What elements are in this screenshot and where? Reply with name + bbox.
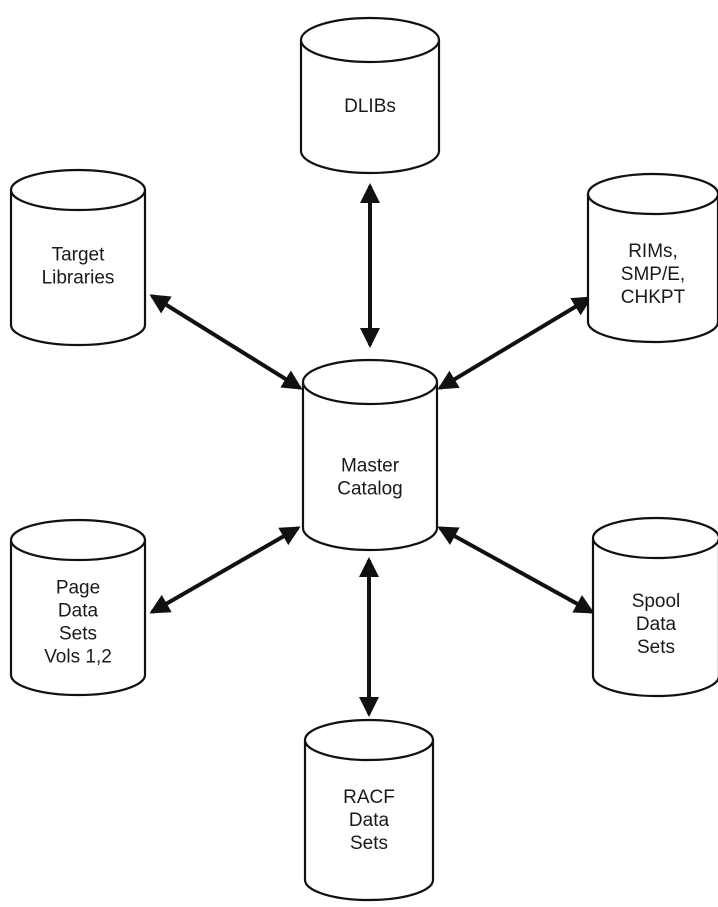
dlibs-label: DLIBs	[344, 96, 396, 117]
page-label-line: Vols 1,2	[44, 647, 112, 668]
master-label-line: Master	[341, 456, 400, 477]
cylinder-body	[586, 194, 718, 344]
spool-label-line: Data	[636, 614, 677, 635]
racf-label-line: Sets	[350, 833, 388, 854]
page-label-line: Data	[58, 601, 99, 622]
bidirectional-arrow-master-page	[149, 526, 301, 614]
spool-label-line: Spool	[632, 591, 681, 612]
racf-label-line: RACF	[343, 787, 395, 808]
cylinder-top	[586, 172, 718, 216]
connections	[149, 183, 595, 717]
page-label-line: Page	[56, 578, 100, 599]
cylinder-body	[9, 540, 147, 697]
cylinder-top	[299, 16, 441, 64]
bidirectional-arrow-master-spool	[437, 526, 595, 614]
target-label-line: Target	[52, 245, 106, 266]
rims-label: RIMs,SMP/E,CHKPT	[621, 241, 686, 308]
rims-label-line: CHKPT	[621, 287, 686, 308]
cylinder-rims: RIMs,SMP/E,CHKPT	[586, 172, 718, 344]
cylinder-body	[299, 40, 441, 175]
cylinder-top	[9, 168, 147, 212]
cylinder-dlibs: DLIBs	[299, 16, 441, 175]
rims-label-line: SMP/E,	[621, 264, 685, 285]
master-label-line: Catalog	[337, 479, 403, 500]
spool-label-line: Sets	[637, 637, 675, 658]
dlibs-label-line: DLIBs	[344, 96, 396, 117]
target-label-line: Libraries	[42, 268, 115, 289]
rims-label-line: RIMs,	[628, 241, 678, 262]
cylinder-body	[591, 538, 718, 698]
cylinder-body	[301, 382, 439, 552]
bidirectional-arrow-master-rims	[437, 296, 593, 390]
cylinder-top	[591, 516, 718, 560]
cylinder-top	[303, 718, 435, 762]
racf-label-line: Data	[349, 810, 390, 831]
cylinder-top	[301, 358, 439, 406]
bidirectional-arrow-master-target	[149, 294, 303, 390]
cylinder-top	[9, 518, 147, 562]
page-label-line: Sets	[59, 624, 97, 645]
cylinder-body	[9, 190, 147, 347]
cylinder-body	[303, 740, 435, 902]
